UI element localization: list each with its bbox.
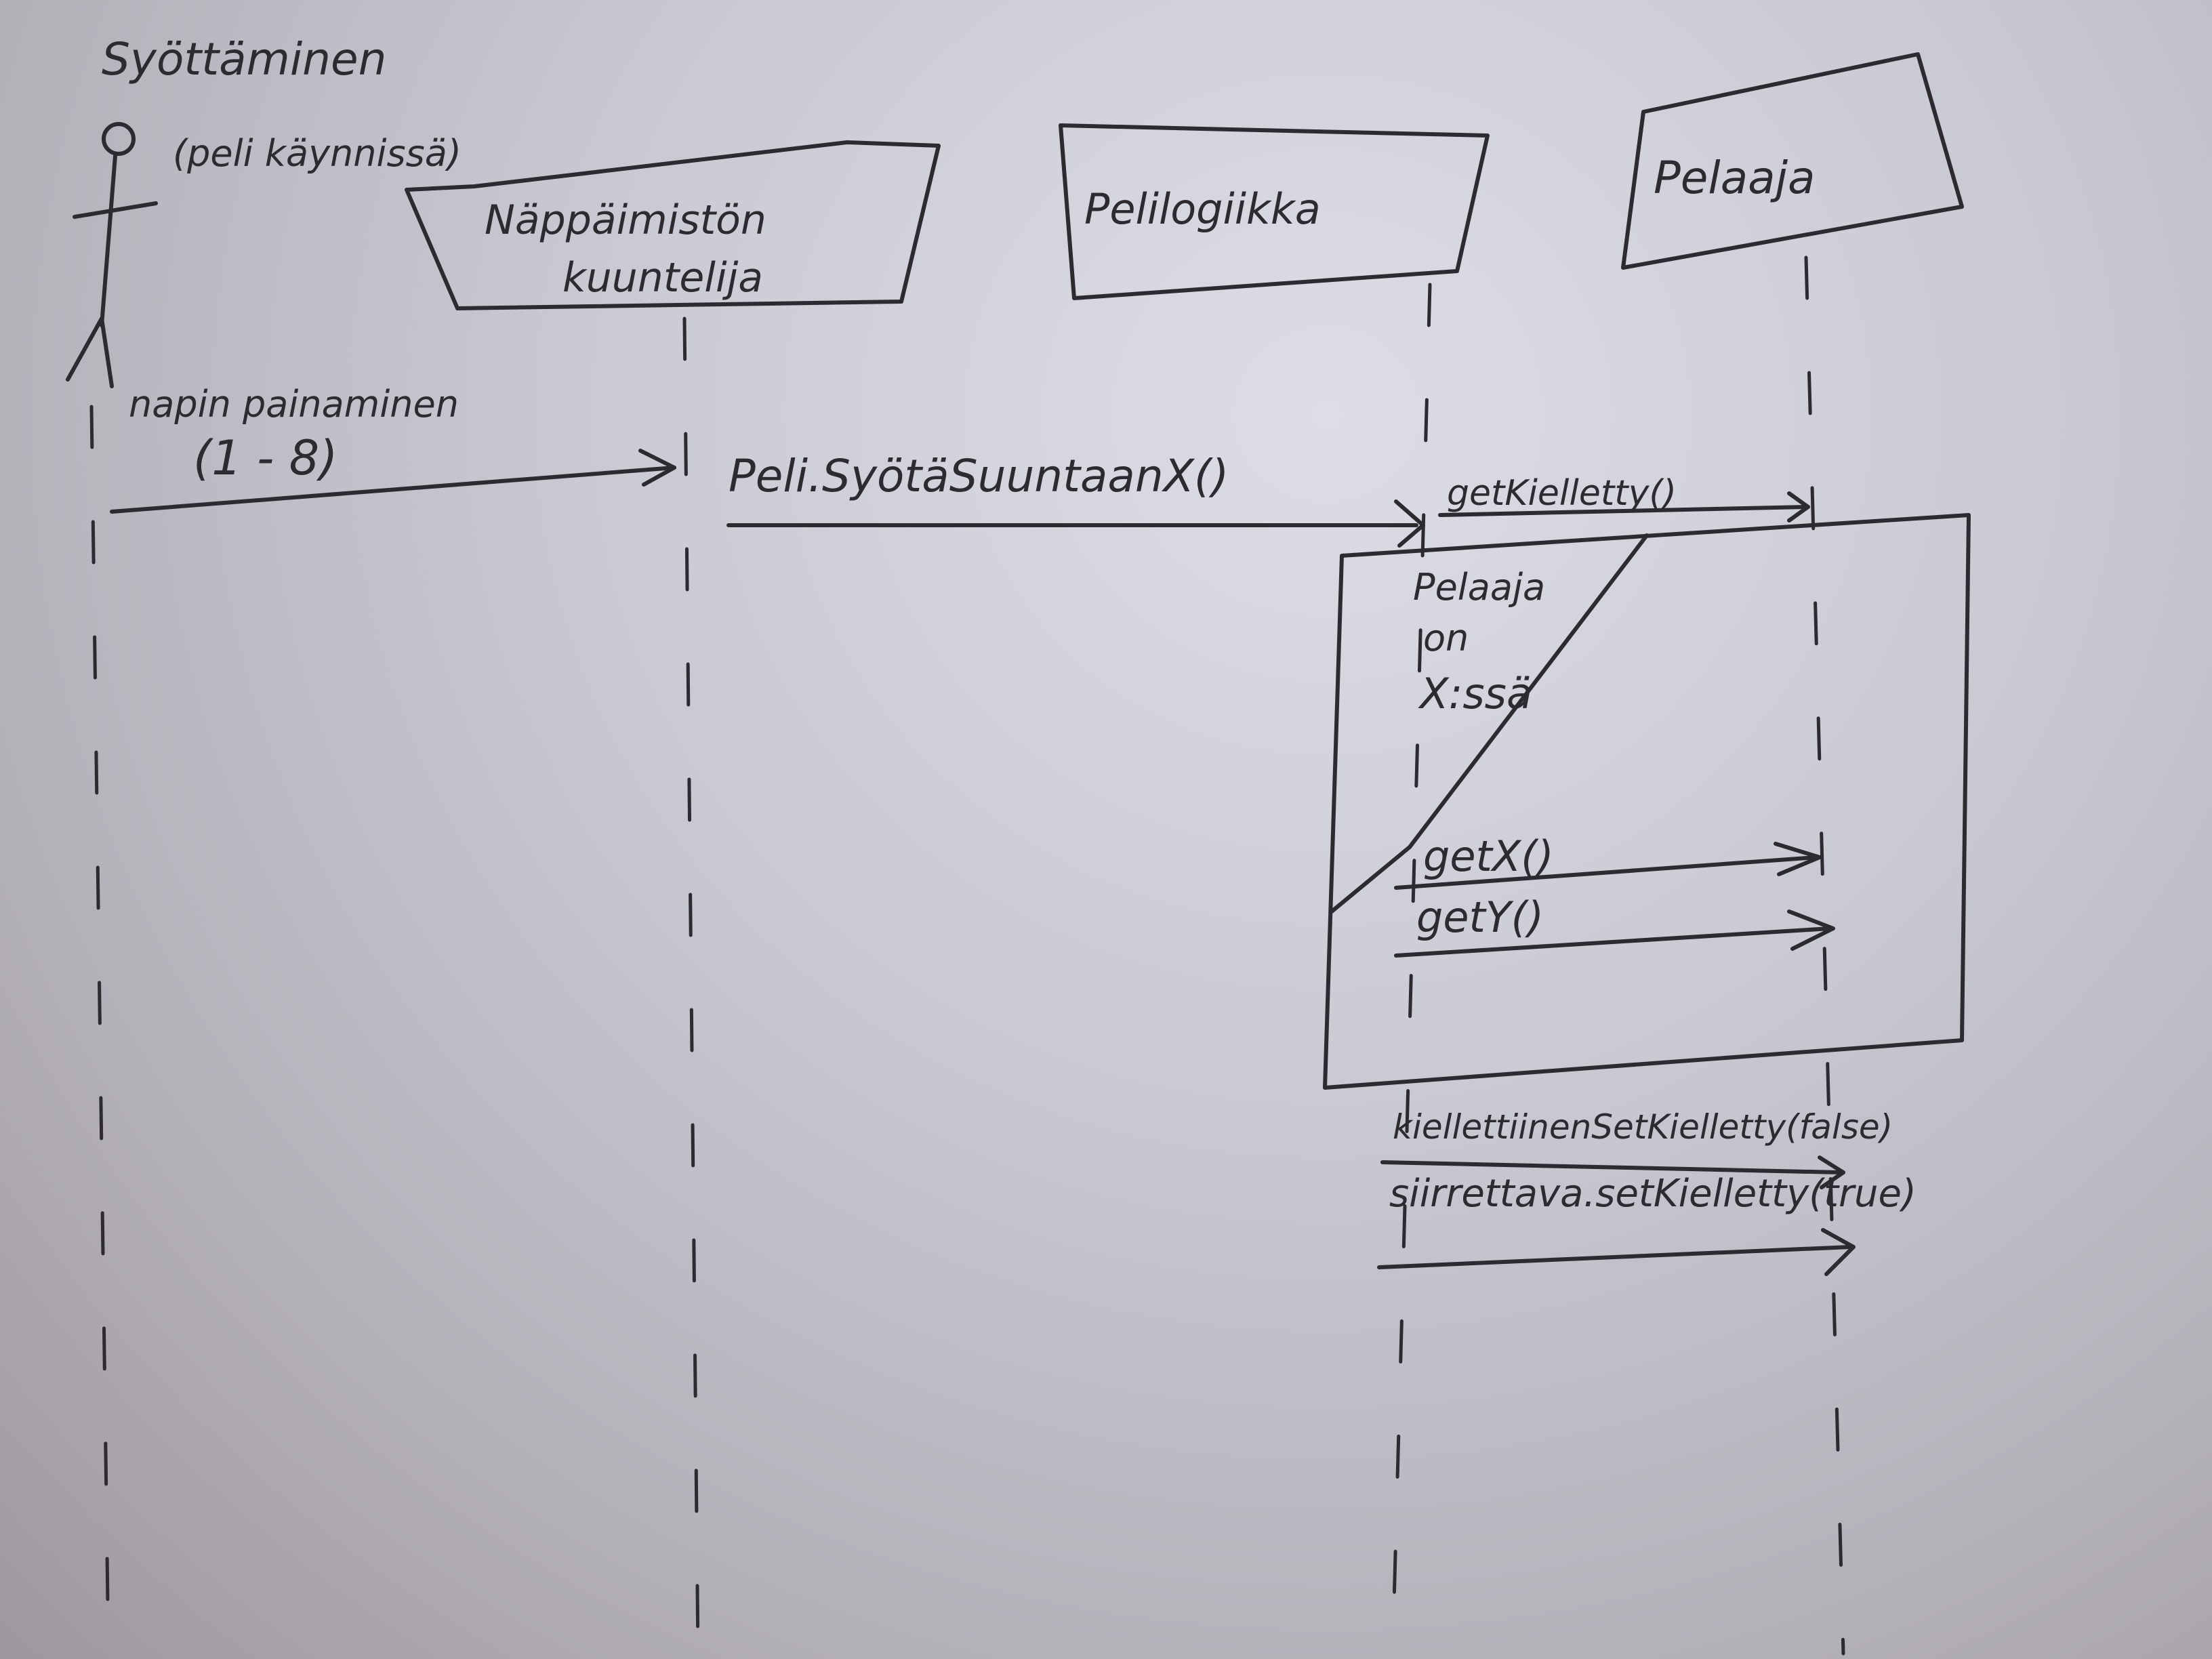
participant-label-line1: Pelilogiikka [1084,184,1321,234]
message-label: kiellettiinenSetKielletty(false) [1393,1107,1893,1147]
fragment-condition-line1: Pelaaja [1413,566,1545,609]
lifeline-pelilogiikka [1391,283,1432,1656]
participant-label-line2: kuuntelija [562,254,763,302]
participant-label-line1: Pelaaja [1654,152,1815,204]
actor-body [100,154,117,327]
message-arrowhead [1821,1228,1856,1276]
message-arrow-line [1394,855,1818,890]
message-label: Peli.SyötäSuuntaanX() [729,450,1229,502]
participant-nappaimiston-kuuntelija: Näppäimistön kuuntelija [405,140,941,310]
lifeline-actor [89,405,110,1656]
actor-legs [66,316,114,388]
participant-pelaaja: Pelaaja [1621,52,1964,270]
participant-box [1621,52,1964,270]
fragment-frame: Pelaaja on X:ssä getX() getY() [1323,513,1971,1090]
participant-pelilogiikka: Pelilogiikka [1059,123,1490,300]
message-get-x: getX() [1394,832,1822,890]
participant-box [405,140,941,310]
message-label: getKielletty() [1447,473,1677,514]
participant-label-line1: Näppäimistön [485,197,766,244]
message-arrowhead [1774,842,1822,876]
message-arrowhead [638,449,676,487]
lifelines [89,255,1845,1656]
message-syota-suuntaan: Peli.SyötäSuuntaanX() [726,450,1425,548]
lifeline-pelaaja [1804,255,1845,1656]
message-napin-painaminen: napin painaminen (1 - 8) [110,383,676,514]
actor-label: Syöttäminen [102,33,386,85]
message-arrow-line [1380,1160,1842,1174]
message-set-kielletty-false: kiellettiinenSetKielletty(false) [1380,1107,1893,1189]
fragment-condition-line2: on [1423,617,1469,659]
message-arrowhead [1787,909,1835,951]
message-arrow-line [1438,505,1808,517]
message-arrowhead [1787,491,1810,523]
actor-arms [73,201,158,219]
actor-head [102,122,136,156]
actor-stick-figure [66,122,158,388]
fragment-condition-line3: X:ssä [1418,669,1532,718]
message-get-y: getY() [1394,893,1835,958]
message-label: getY() [1416,893,1544,942]
message-label: siirrettava.setKielletty(true) [1389,1172,1917,1216]
message-label-line1: napin painaminen [129,383,459,426]
message-arrowhead [1818,1155,1845,1189]
message-label: getX() [1423,832,1554,881]
lifeline-nappaimiston-kuuntelija [682,316,700,1656]
actor-sublabel: (peli käynnissä) [173,132,462,175]
participant-box [1059,123,1490,300]
message-arrowhead [1394,499,1425,548]
message-set-kielletty-true: siirrettava.setKielletty(true) [1377,1172,1917,1276]
message-arrow-line [1377,1245,1852,1269]
message-arrow-line [1394,926,1832,958]
message-arrow-line [110,466,676,514]
fragment-diagonal-line [1330,533,1649,914]
message-label-line2: (1 - 8) [193,430,337,486]
message-get-kielletty: getKielletty() [1438,473,1810,523]
